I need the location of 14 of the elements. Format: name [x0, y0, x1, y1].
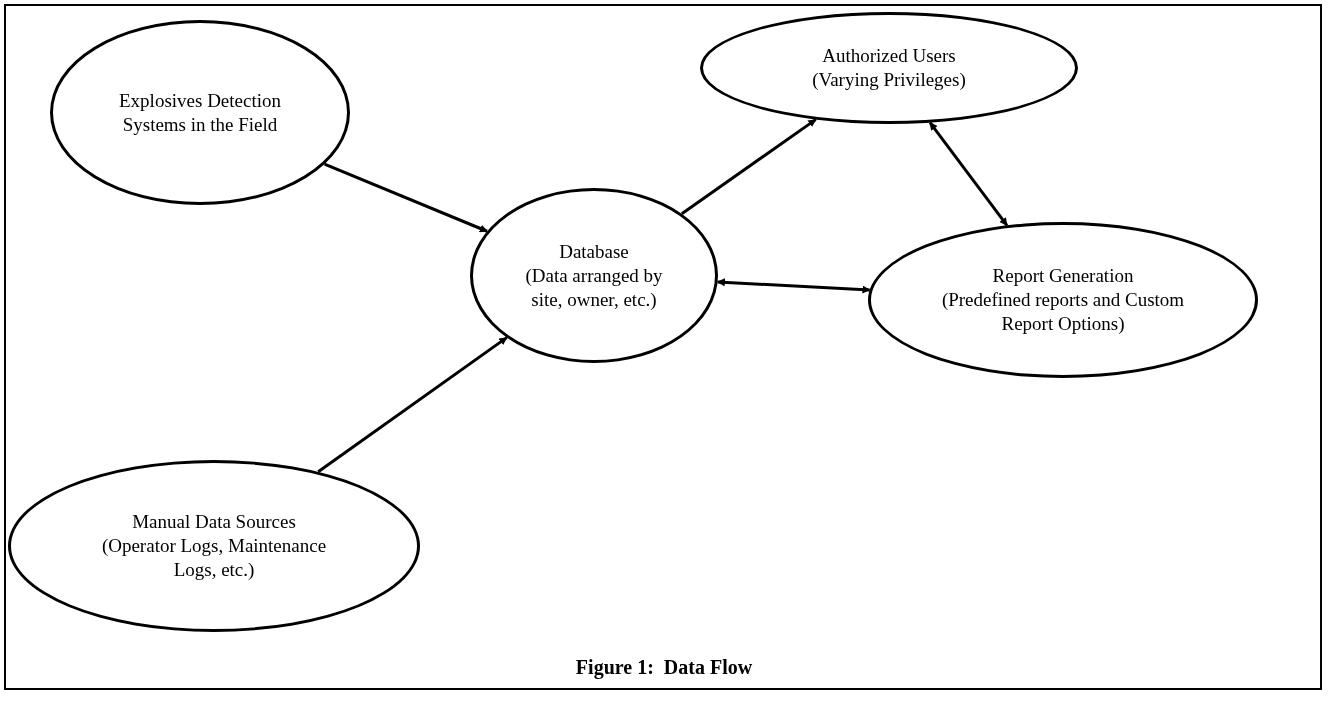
- node-text: (Predefined reports and Custom Report Options): [940, 288, 1186, 336]
- node-text: Authorized Users: [822, 44, 956, 68]
- node-text: Explosives Detection Systems in the Field: [118, 88, 282, 137]
- arrow: [680, 118, 817, 215]
- node-text: (Operator Logs, Maintenance Logs, etc.): [101, 534, 327, 582]
- arrow: [324, 162, 488, 233]
- figure-caption: Figure 1: Data Flow: [574, 655, 754, 681]
- node-text: Report Generation: [992, 264, 1134, 288]
- node-text: Database: [559, 239, 629, 264]
- arrow: [716, 278, 871, 294]
- arrow: [317, 336, 508, 474]
- node-text: (Varying Privileges): [812, 68, 966, 92]
- node-text: (Data arranged by site, owner, etc.): [524, 263, 664, 312]
- node-text: Manual Data Sources: [132, 510, 296, 534]
